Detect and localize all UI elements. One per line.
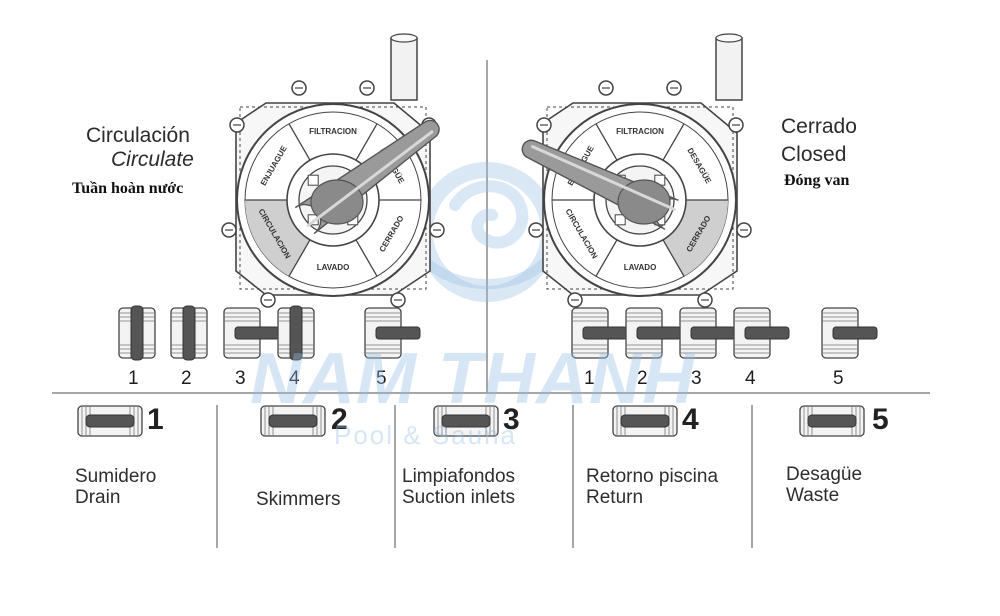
outlet-pipe [390, 37, 418, 101]
ball-valve-right-5 [821, 307, 878, 359]
sector-divider [355, 239, 378, 277]
legend-number-1: 1 [147, 403, 164, 436]
ball-valve-left-1 [118, 305, 156, 361]
legend-valve-lever [620, 414, 670, 428]
valve-lever-open [130, 305, 144, 361]
legend-valve-lever [85, 414, 135, 428]
legend-valve-3 [433, 405, 499, 437]
right-mode-title-es: Cerrado [781, 115, 857, 138]
valve-row-circulate [118, 305, 421, 361]
legend-valve-icons [77, 405, 865, 437]
ball-valve-left-2 [170, 305, 208, 361]
outlet-pipe-top [715, 33, 743, 43]
valve-lever-closed [744, 326, 790, 340]
ball-valve-right-3 [679, 307, 736, 359]
legend-valve-lever [268, 414, 318, 428]
legend-number-2: 2 [331, 403, 348, 436]
valve-number-right-4: 4 [745, 368, 756, 389]
legend-label-en-4: Return [586, 487, 644, 508]
ball-valve-left-5 [364, 307, 421, 359]
legend-label-es-1: Sumidero [75, 466, 157, 487]
valve-row-closed [571, 307, 878, 359]
legend-valve-5 [799, 405, 865, 437]
right-mode-title-en: Closed [781, 143, 847, 166]
valve-number-left-5: 5 [376, 368, 387, 389]
hub-notch [614, 214, 626, 226]
ball-valve-right-2 [625, 307, 682, 359]
valve-number-left-4: 4 [289, 368, 300, 389]
valve-number-left-1: 1 [128, 368, 139, 389]
sector-divider [288, 239, 311, 277]
ball-valve-left-3 [223, 307, 280, 359]
sector-divider [595, 123, 618, 161]
handle-highlight [306, 130, 434, 227]
ball-valve-right-4 [733, 307, 790, 359]
legend-label-en-5: Waste [786, 485, 840, 506]
legend-valve-1 [77, 405, 143, 437]
outlet-pipe-top [390, 33, 418, 43]
legend-valve-lever [441, 414, 491, 428]
left-mode-title-en: Circulate [111, 148, 194, 171]
legend-valve-lever [807, 414, 857, 428]
divider-lines [52, 60, 930, 548]
outlet-pipe [715, 37, 743, 101]
sector-divider [662, 239, 685, 277]
legend-label-es-5: Desagüe [786, 464, 863, 485]
dial-label-lavado: LAVADO [624, 263, 657, 272]
sector-divider [355, 123, 378, 161]
valve-number-left-3: 3 [235, 368, 246, 389]
valve-number-right-5: 5 [833, 368, 844, 389]
valve-lever-open [182, 305, 196, 361]
valve-number-left-2: 2 [181, 368, 192, 389]
valve-lever-closed [832, 326, 878, 340]
sector-divider [662, 123, 685, 161]
legend-valve-4 [612, 405, 678, 437]
dial-label-lavado: LAVADO [317, 263, 350, 272]
left-mode-title-es: Circulación [86, 124, 190, 147]
hub-notch [307, 174, 319, 186]
legend-label-en-3: Suction inlets [402, 487, 516, 508]
legend-label-es-4: Retorno piscina [586, 466, 719, 487]
sector-divider [595, 239, 618, 277]
ball-valve-left-4 [277, 305, 315, 361]
legend-label-es-3: Limpiafondos [402, 466, 516, 487]
valve-number-right-3: 3 [691, 368, 702, 389]
watermark-text: NAM THANH [250, 339, 695, 419]
highlighted-sector [663, 200, 728, 277]
legend-valve-2 [260, 405, 326, 437]
highlighted-sector [245, 200, 310, 277]
multiport-valve-circulate: FILTRACIONDESAGÜECERRADOLAVADOCIRCULACIO… [221, 33, 445, 308]
valve-lever-open [289, 305, 303, 361]
watermark-swirl [449, 180, 529, 249]
legend-number-3: 3 [503, 403, 520, 436]
legend-number-4: 4 [682, 403, 699, 436]
valve-lever-closed [690, 326, 736, 340]
legend-label-en-1: Drain [75, 487, 121, 508]
valve-lever-closed [375, 326, 421, 340]
valve-number-right-2: 2 [637, 368, 648, 389]
handle-highlight [531, 145, 676, 211]
left-mode-title-vi: Tuần hoàn nước [72, 180, 184, 197]
watermark-wave [425, 257, 550, 290]
sector-divider [288, 123, 311, 161]
right-mode-title-vi: Đóng van [784, 172, 850, 189]
dial-label-filtracion: FILTRACION [309, 127, 357, 136]
watermark-subtext: Pool & Sauna [334, 420, 518, 450]
legend-number-5: 5 [872, 403, 889, 436]
multiport-valve-closed: FILTRACIONDESAGÜECERRADOLAVADOCIRCULACIO… [521, 33, 752, 308]
dial-label-filtracion: FILTRACION [616, 127, 664, 136]
valve-number-right-1: 1 [584, 368, 595, 389]
legend-label-es-2: Skimmers [256, 489, 341, 510]
